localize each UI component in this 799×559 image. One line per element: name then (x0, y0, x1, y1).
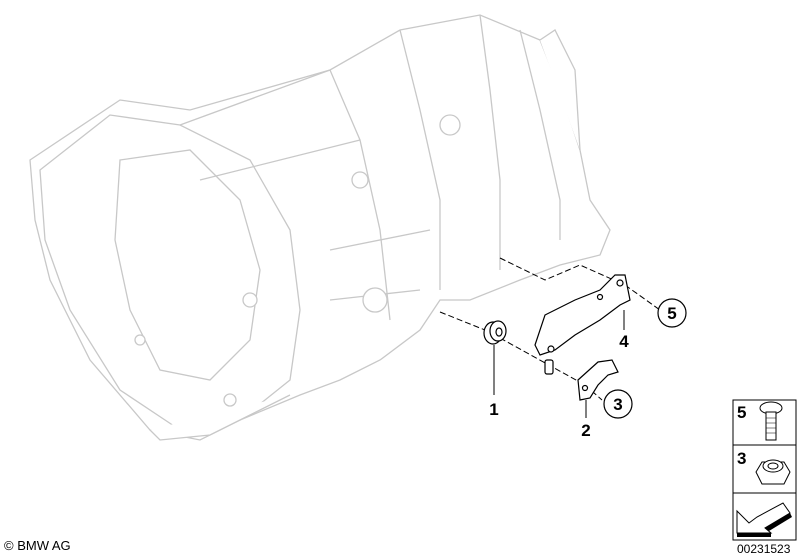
legend-label-5: 5 (737, 403, 746, 422)
diagram-number: 00231523 (737, 542, 791, 556)
part-2-clip[interactable] (577, 359, 619, 401)
transmission-housing (29, 14, 611, 441)
callout-2[interactable]: 2 (581, 421, 590, 440)
callout-5[interactable]: 5 (667, 304, 676, 323)
part-1-washer[interactable] (483, 320, 507, 345)
legend-box (732, 399, 797, 541)
callout-3[interactable]: 3 (613, 395, 622, 414)
copyright-text: © BMW AG (4, 538, 71, 553)
part-4-bracket[interactable] (534, 274, 631, 375)
nut-icon (755, 459, 791, 485)
legend-label-3: 3 (737, 449, 746, 468)
bolt-icon (759, 401, 783, 441)
direction-arrow-icon (736, 502, 792, 537)
callout-circle-5 (657, 298, 687, 328)
callout-circle-3 (603, 389, 633, 419)
callout-1[interactable]: 1 (489, 400, 498, 419)
callout-lines (493, 310, 625, 418)
callout-4[interactable]: 4 (619, 332, 629, 351)
